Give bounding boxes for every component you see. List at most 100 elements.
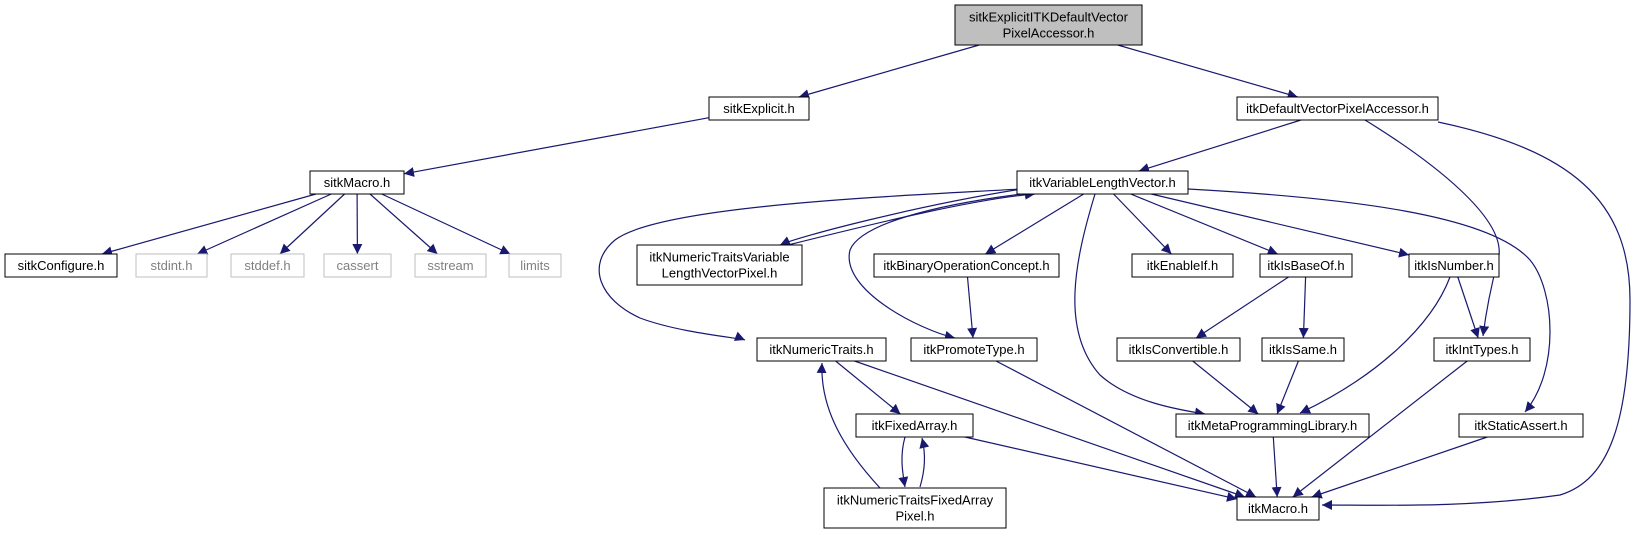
- node-label: itkMacro.h: [1248, 501, 1308, 516]
- node-root[interactable]: sitkExplicitITKDefaultVectorPixelAccesso…: [954, 4, 1143, 46]
- node-itkIsConvertible[interactable]: itkIsConvertible.h: [1116, 337, 1241, 362]
- node-box: [230, 253, 305, 278]
- edge-itkIsNumber-to-itkMetaProgrammingLibrary: [1299, 276, 1451, 414]
- node-box: [323, 253, 392, 278]
- edge-itkVariableLengthVector-to-itkEnableIf: [1113, 193, 1172, 255]
- node-itkMacro[interactable]: itkMacro.h: [1236, 496, 1320, 521]
- node-box: [855, 413, 974, 438]
- node-box: [1433, 337, 1531, 362]
- node-box: [1016, 170, 1189, 195]
- node-itkNumericTraits[interactable]: itkNumericTraits.h: [756, 337, 887, 362]
- node-label: sitkMacro.h: [324, 175, 390, 190]
- edge-itkNumericTraits-to-itkMacro: [854, 360, 1246, 499]
- node-box: [1458, 413, 1584, 438]
- node-box: [1116, 337, 1241, 362]
- edge-itkVariableLengthVector-to-itkPromoteType: [848, 192, 1031, 341]
- node-stdint: stdint.h: [135, 253, 208, 278]
- node-sstream: sstream: [414, 253, 487, 278]
- node-sitkExplicit[interactable]: sitkExplicit.h: [708, 96, 810, 121]
- node-box: [1408, 253, 1500, 278]
- node-itkIsNumber[interactable]: itkIsNumber.h: [1408, 253, 1500, 278]
- node-itkBinaryOperationConcept[interactable]: itkBinaryOperationConcept.h: [873, 253, 1060, 278]
- edge-itkPromoteType-to-itkMacro: [995, 360, 1257, 498]
- node-label: itkVariableLengthVector.h: [1029, 175, 1175, 190]
- node-label: itkNumericTraits.h: [769, 342, 873, 357]
- node-label: itkNumericTraitsVariable: [649, 250, 789, 265]
- node-itkMetaProgrammingLibrary[interactable]: itkMetaProgrammingLibrary.h: [1175, 413, 1370, 438]
- node-itkStaticAssert[interactable]: itkStaticAssert.h: [1458, 413, 1584, 438]
- node-label: limits: [520, 258, 550, 273]
- node-itkIntTypes[interactable]: itkIntTypes.h: [1433, 337, 1531, 362]
- edge-sitkMacro-to-stdint: [196, 193, 332, 255]
- edge-itkNumericTraitsFixedArrayPixel-to-itkNumericTraits: [816, 362, 881, 489]
- edge-itkVariableLengthVector-to-itkStaticAssert: [1187, 188, 1551, 413]
- edge-itkNumericTraitsVariableLengthVectorPixel-to-itkVariableLengthVector: [787, 189, 1036, 246]
- node-box: [1175, 413, 1370, 438]
- edge-itkStaticAssert-to-itkMacro: [1311, 436, 1488, 499]
- node-label: cassert: [337, 258, 379, 273]
- node-box: [309, 170, 405, 195]
- node-itkIsBaseOf[interactable]: itkIsBaseOf.h: [1259, 253, 1353, 278]
- node-label: sstream: [427, 258, 473, 273]
- node-box: [414, 253, 487, 278]
- node-itkEnableIf[interactable]: itkEnableIf.h: [1131, 253, 1234, 278]
- node-label: itkIsBaseOf.h: [1267, 258, 1344, 273]
- node-sitkMacro[interactable]: sitkMacro.h: [309, 170, 405, 195]
- edge-sitkExplicit-to-sitkMacro: [403, 117, 710, 177]
- node-itkNumericTraitsVariableLengthVectorPixel[interactable]: itkNumericTraitsVariableLengthVectorPixe…: [636, 244, 803, 286]
- edge-itkVariableLengthVector-to-itkIsNumber: [1151, 193, 1410, 258]
- node-label: sitkConfigure.h: [18, 258, 105, 273]
- edge-root-to-sitkExplicit: [798, 44, 980, 100]
- edge-itkVariableLengthVector-to-itkBinaryOperationConcept: [984, 193, 1085, 255]
- node-box: [873, 253, 1060, 278]
- node-label: itkFixedArray.h: [872, 418, 958, 433]
- node-label: itkIsConvertible.h: [1129, 342, 1229, 357]
- node-itkPromoteType[interactable]: itkPromoteType.h: [910, 337, 1038, 362]
- node-box: [823, 487, 1007, 529]
- edge-itkIsNumber-to-itkIntTypes: [1457, 276, 1480, 339]
- edge-itkFixedArray-to-itkMacro: [964, 436, 1238, 502]
- edge-sitkMacro-to-sitkConfigure: [101, 193, 317, 257]
- node-label: itkMetaProgrammingLibrary.h: [1188, 418, 1358, 433]
- node-label: itkPromoteType.h: [923, 342, 1024, 357]
- node-label: stdint.h: [151, 258, 193, 273]
- edge-sitkMacro-to-limits: [381, 193, 511, 255]
- edge-itkNumericTraitsFixedArrayPixel-to-itkFixedArray: [919, 437, 930, 488]
- edge-itkVariableLengthVector-to-itkIsBaseOf: [1130, 193, 1279, 255]
- node-label: itkBinaryOperationConcept.h: [883, 258, 1049, 273]
- edge-sitkMacro-to-sstream: [369, 193, 438, 255]
- node-label: sitkExplicitITKDefaultVector: [969, 10, 1129, 25]
- node-itkVariableLengthVector[interactable]: itkVariableLengthVector.h: [1016, 170, 1189, 195]
- node-label: LengthVectorPixel.h: [662, 266, 778, 281]
- edge-itkNumericTraits-to-itkFixedArray: [835, 360, 901, 415]
- node-box: [954, 4, 1143, 46]
- node-label: sitkExplicit.h: [723, 101, 795, 116]
- node-itkDefaultVectorPixelAccessor[interactable]: itkDefaultVectorPixelAccessor.h: [1236, 96, 1439, 121]
- node-box: [135, 253, 208, 278]
- node-label: itkStaticAssert.h: [1474, 418, 1567, 433]
- node-itkFixedArray[interactable]: itkFixedArray.h: [855, 413, 974, 438]
- node-label: itkIntTypes.h: [1446, 342, 1519, 357]
- node-label: Pixel.h: [895, 509, 934, 524]
- edge-itkDefaultVectorPixelAccessor-to-itkIntTypes: [1364, 119, 1500, 337]
- node-label: itkIsNumber.h: [1414, 258, 1493, 273]
- edge-itkIsConvertible-to-itkMetaProgrammingLibrary: [1192, 360, 1259, 415]
- node-label: itkNumericTraitsFixedArray: [837, 493, 994, 508]
- node-box: [4, 253, 118, 278]
- node-sitkConfigure[interactable]: sitkConfigure.h: [4, 253, 118, 278]
- edge-itkIsBaseOf-to-itkIsConvertible: [1195, 276, 1289, 339]
- edge-itkVariableLengthVector-to-itkNumericTraitsVariableLengthVectorPixel: [779, 188, 1023, 246]
- edge-itkVariableLengthVector-to-itkMetaProgrammingLibrary: [1074, 193, 1206, 418]
- node-box: [508, 253, 562, 278]
- edge-itkFixedArray-to-itkNumericTraitsFixedArrayPixel: [898, 436, 909, 488]
- edge-itkIntTypes-to-itkMacro: [1292, 360, 1468, 498]
- edge-itkIsSame-to-itkMetaProgrammingLibrary: [1276, 360, 1299, 415]
- edge-itkDefaultVectorPixelAccessor-to-itkMacro: [1321, 121, 1631, 511]
- node-box: [756, 337, 887, 362]
- node-box: [1131, 253, 1234, 278]
- node-itkIsSame[interactable]: itkIsSame.h: [1261, 337, 1345, 362]
- node-box: [1259, 253, 1353, 278]
- edge-sitkMacro-to-stddef: [279, 193, 346, 255]
